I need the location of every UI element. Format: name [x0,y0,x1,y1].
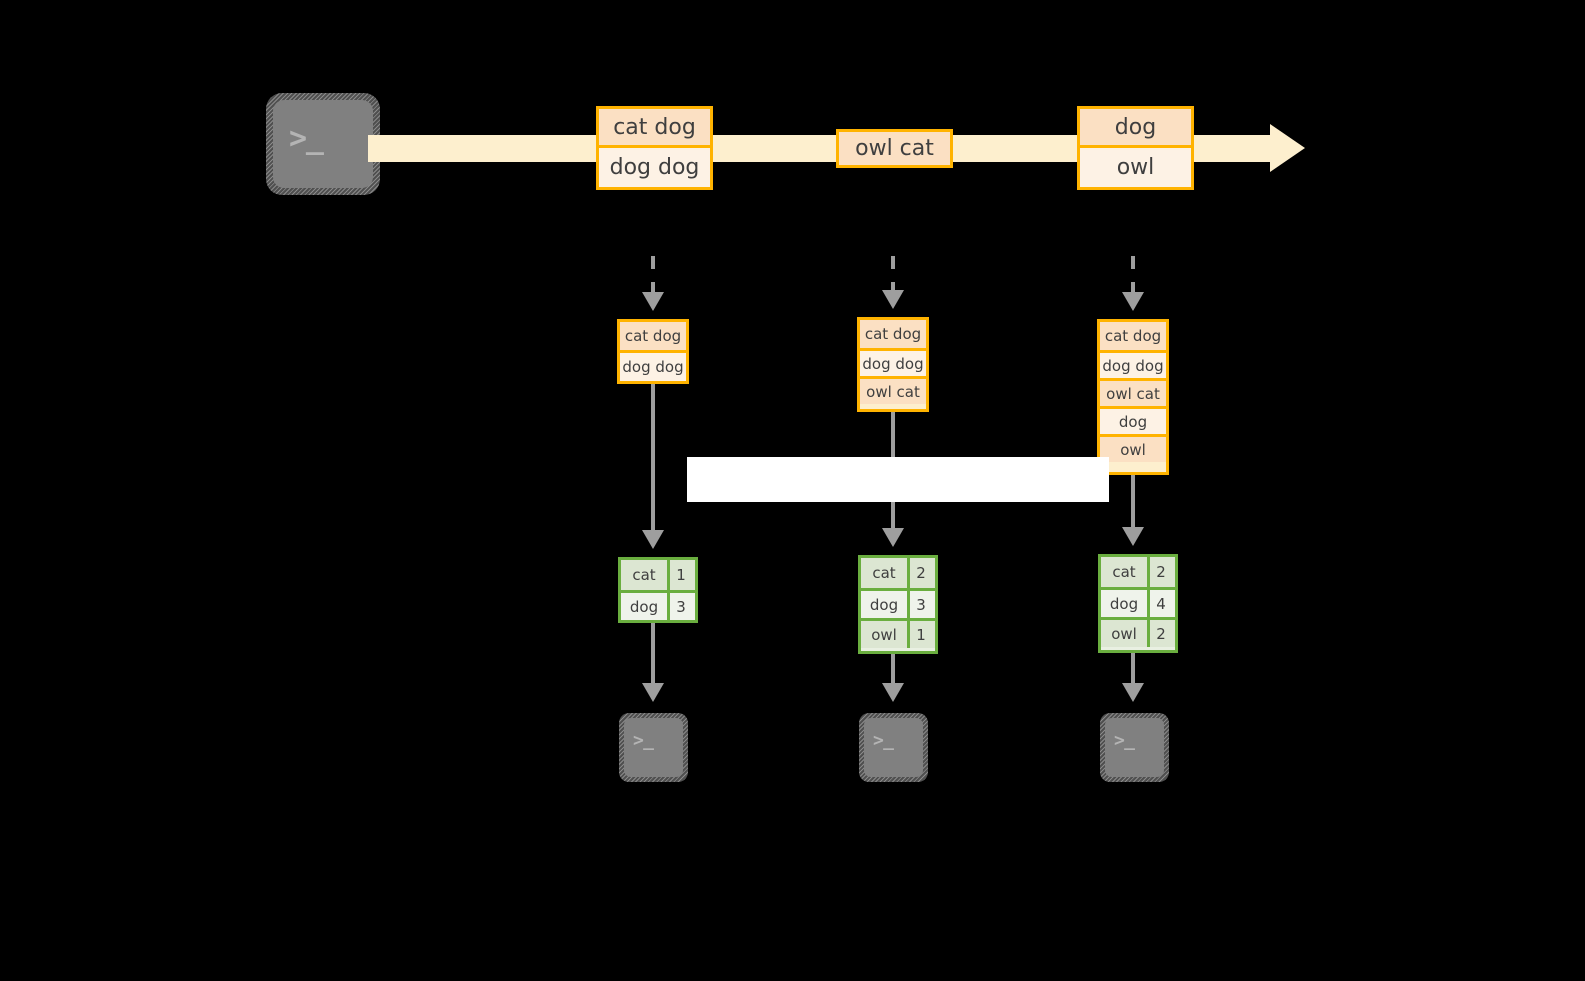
result-row: dog 4 [1101,587,1175,617]
snapshot-3-sink-terminal-icon: >_ [1100,713,1169,782]
snapshot-input-line: dog dog [620,350,686,381]
snapshot-2-input-box: cat dog dog dog owl cat [857,317,929,412]
result-count: 3 [907,591,932,618]
snapshot-1-sink-arrowhead [642,683,664,702]
result-count: 4 [1147,590,1172,617]
terminal-screen: >_ [864,718,923,777]
snapshot-2-result-table: cat 2 dog 3 owl 1 [858,555,938,654]
result-count: 1 [907,621,932,648]
snapshot-2-sink-arrowhead [882,683,904,702]
result-row: owl 2 [1101,617,1175,647]
snapshot-3-sink-line [1131,653,1135,685]
snapshot-2-sink-line [891,654,895,685]
result-count: 2 [907,558,932,588]
terminal-screen: >_ [1105,718,1164,777]
result-word: cat [1112,563,1136,581]
snapshot-input-line: dog [1100,406,1166,434]
snapshot-1-sink-terminal-icon: >_ [619,713,688,782]
snapshot-3-tap-arrowhead [1122,292,1144,311]
snapshot-1-result-table: cat 1 dog 3 [618,557,698,623]
stream-record-line: owl [1080,145,1191,187]
stream-arrow-head [1270,124,1305,172]
snapshot-3-result-table: cat 2 dog 4 owl 2 [1098,554,1178,653]
snapshot-3-tap-line [1131,256,1135,294]
stream-record-line: cat dog [599,109,710,145]
snapshot-input-line: cat dog [620,322,686,350]
snapshot-1-tap-arrowhead [642,292,664,311]
result-count: 3 [667,593,692,620]
snapshot-3-input-box: cat dog dog dog owl cat dog owl [1097,319,1169,475]
snapshot-2-tap-line [891,256,895,292]
result-row: dog 3 [861,588,935,618]
snapshot-3-query-arrowhead [1122,527,1144,546]
result-count: 2 [1147,557,1172,587]
result-word: owl [1111,624,1137,643]
snapshot-input-line: cat dog [860,320,926,348]
result-word: dog [629,597,659,616]
stream-record-group-2: owl cat [836,129,953,168]
result-word: owl [871,625,897,644]
result-word: cat [632,566,656,584]
snapshot-1-query-line [651,384,655,532]
result-row: cat 2 [861,558,935,588]
result-row: owl 1 [861,618,935,648]
result-count: 1 [667,560,692,590]
word-count-query-label: word count query [687,457,1109,502]
result-word: dog [869,595,899,614]
snapshot-input-line: dog dog [1100,350,1166,378]
stream-record-group-3: dog owl [1077,106,1194,190]
snapshot-3-query-line [1131,475,1135,530]
snapshot-input-line: owl cat [1100,378,1166,406]
snapshot-1-input-box: cat dog dog dog [617,319,689,384]
stream-record-line: owl cat [839,132,950,165]
terminal-prompt-glyph: >_ [1114,730,1135,751]
snapshot-3-sink-arrowhead [1122,683,1144,702]
snapshot-1-query-arrowhead [642,530,664,549]
stream-record-line: dog [1080,109,1191,145]
snapshot-2-query-arrowhead [882,528,904,547]
snapshot-2-tap-arrowhead [882,290,904,309]
terminal-prompt-glyph: >_ [633,730,654,751]
source-terminal-icon: >_ [266,93,380,195]
stream-record-line: dog dog [599,145,710,187]
result-word: cat [872,564,896,582]
snapshot-input-line: owl [1100,434,1166,462]
terminal-prompt-glyph: >_ [873,730,894,751]
snapshot-1-tap-line [651,256,655,294]
result-row: cat 2 [1101,557,1175,587]
snapshot-input-line: owl cat [860,376,926,404]
snapshot-2-sink-terminal-icon: >_ [859,713,928,782]
snapshot-input-line: dog dog [860,348,926,376]
snapshot-1-sink-line [651,623,655,685]
result-word: dog [1109,594,1139,613]
terminal-prompt-glyph: >_ [289,121,324,156]
terminal-screen: >_ [624,718,683,777]
result-row: cat 1 [621,560,695,590]
stream-record-group-1: cat dog dog dog [596,106,713,190]
snapshot-input-line: cat dog [1100,322,1166,350]
result-row: dog 3 [621,590,695,620]
terminal-screen: >_ [273,100,373,188]
result-count: 2 [1147,620,1172,647]
